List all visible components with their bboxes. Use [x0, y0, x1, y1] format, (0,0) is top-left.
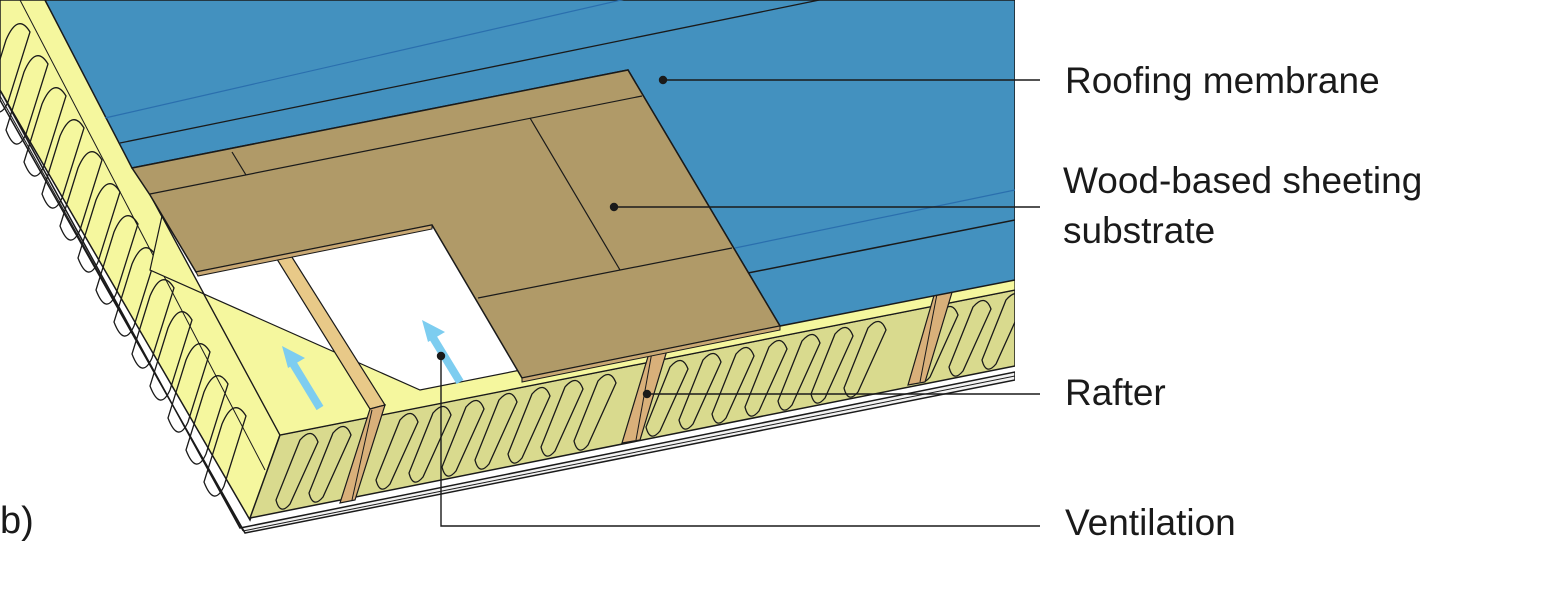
- airflow-arrow-icon: [282, 346, 324, 411]
- label-rafter: Rafter: [1065, 372, 1166, 413]
- airflow-arrow-icon: [422, 320, 464, 385]
- ceiling-board: [0, 89, 1015, 534]
- airflow-arrows: [282, 320, 464, 411]
- label-wood-sheeting: Wood-based sheeting: [1063, 160, 1423, 201]
- panel-label: b): [0, 500, 34, 542]
- leader-lines: [436, 75, 1040, 527]
- wood-sheeting-layer: [130, 69, 782, 383]
- label-roofing-membrane: Roofing membrane: [1065, 60, 1380, 101]
- left-insulation-face: [0, 0, 281, 522]
- label-wood-sheeting-line2: substrate: [1063, 210, 1216, 251]
- label-ventilation: Ventilation: [1065, 502, 1236, 543]
